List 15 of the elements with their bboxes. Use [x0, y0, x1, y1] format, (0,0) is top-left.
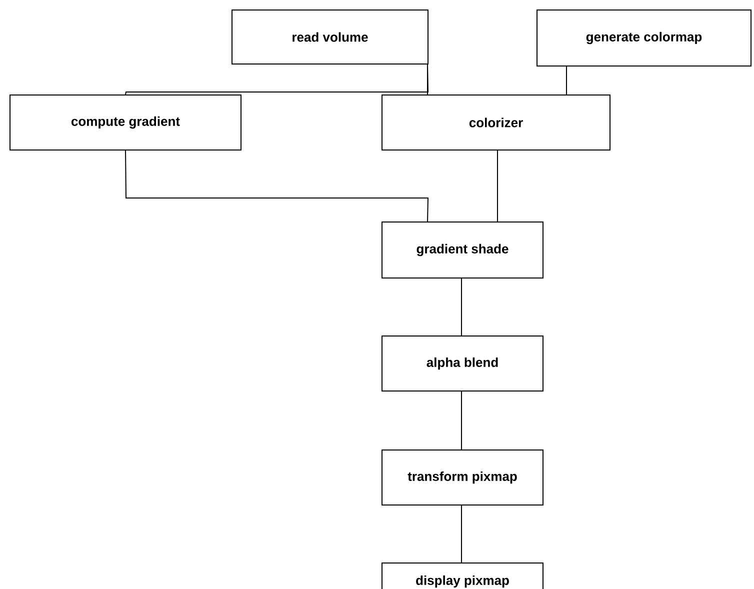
connector-line [125, 64, 429, 95]
connector-line [461, 391, 462, 450]
process-box: transform pixmap [382, 450, 544, 506]
process-box: colorizer [382, 94, 610, 150]
process-box: read volume [232, 10, 428, 64]
connector-line [461, 278, 462, 336]
connector-line [566, 66, 567, 95]
process-box: gradient shade [382, 222, 544, 278]
process-box: generate colormap [536, 10, 752, 66]
process-box: display pixmap [382, 562, 544, 589]
process-box: alpha blend [382, 336, 544, 392]
process-box: compute gradient [10, 94, 242, 150]
connector-line [125, 150, 429, 222]
connector-line [461, 505, 462, 563]
connector-line [497, 150, 498, 222]
